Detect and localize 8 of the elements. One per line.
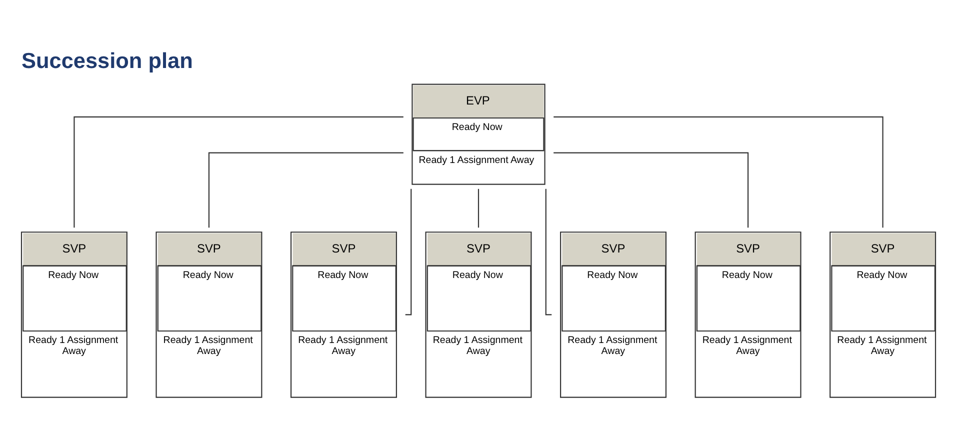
connector bbox=[554, 116, 884, 228]
connector bbox=[478, 188, 480, 228]
connector bbox=[74, 116, 404, 228]
connector bbox=[545, 188, 552, 315]
connector bbox=[554, 152, 749, 228]
connector bbox=[405, 188, 412, 315]
connector bbox=[208, 152, 404, 228]
diagram-title: Succession plan bbox=[21, 47, 193, 72]
